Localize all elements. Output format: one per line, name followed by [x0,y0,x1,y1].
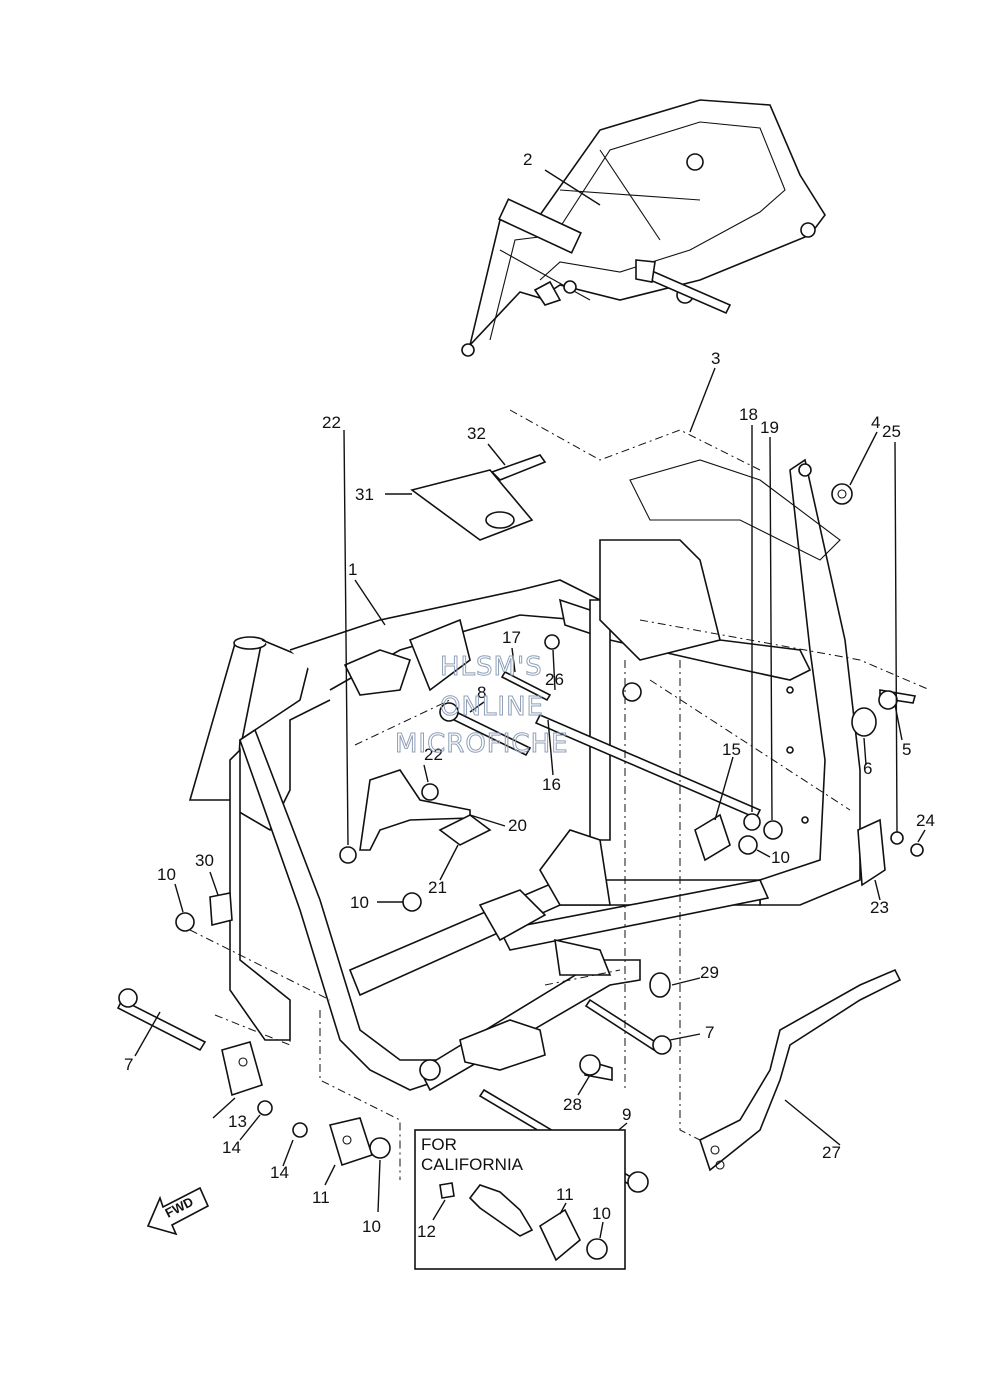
watermark-line-2: ONLINE [440,692,544,722]
california-inset: FOR CALIFORNIA 12 11 10 [414,1129,626,1270]
callout-4: 4 [871,413,880,432]
bolt-28 [579,1054,613,1081]
bolt-17 [500,670,552,702]
callout-27: 27 [822,1143,841,1162]
bracket-15 [694,813,731,862]
bolt-7-right [584,998,672,1055]
callout-15: 15 [722,740,741,759]
callout-31: 31 [355,485,374,504]
callout-20: 20 [508,816,527,835]
callout-3: 3 [711,349,720,368]
callout-30: 30 [195,851,214,870]
callout-28: 28 [563,1095,582,1114]
watermark-line-3: MICROFICHE [395,729,569,759]
callout-29: 29 [700,963,719,982]
california-callout-11: 11 [556,1185,574,1204]
bolts-22 [339,783,439,864]
clamp-30 [209,892,233,927]
callout-22-b: 22 [424,745,443,764]
brackets-11-13 [221,1041,374,1167]
callout-18: 18 [739,405,758,424]
bolt-8 [439,702,532,757]
watermark-line-1: HLSM'S [440,652,543,682]
callout-14-b: 14 [270,1163,289,1182]
callout-5: 5 [902,740,911,759]
callout-17: 17 [502,628,521,647]
california-title-line2: CALIFORNIA [421,1155,524,1174]
callout-10-d: 10 [362,1217,381,1236]
forward-arrow-icon: FWD [146,1186,210,1236]
bolts-14 [257,1100,308,1138]
callout-22-a: 22 [322,413,341,432]
callout-14-a: 14 [222,1138,241,1157]
callout-7-left: 7 [124,1055,133,1074]
california-title-line1: FOR [421,1135,457,1154]
rear-fender-bracket [461,99,826,357]
callout-9: 9 [622,1105,631,1124]
cap-6 [851,707,877,737]
plate-21 [438,814,492,846]
bracket-23 [857,818,886,887]
callout-7-right: 7 [705,1023,714,1042]
callout-25: 25 [882,422,901,441]
callout-2: 2 [523,150,532,169]
nut-4 [831,483,853,505]
callout-23: 23 [870,898,889,917]
watermark: HLSM'S ONLINE MICROFICHE [395,652,569,760]
main-frame [188,458,861,1092]
callout-32: 32 [467,424,486,443]
california-callout-10: 10 [592,1204,611,1223]
callout-21: 21 [428,878,447,897]
assembly-lines [189,409,931,1180]
callout-10-c: 10 [771,848,790,867]
callout-24: 24 [916,811,935,830]
callout-26: 26 [545,670,564,689]
callout-1: 1 [348,560,357,579]
callout-10-b: 10 [350,893,369,912]
callout-labels: 1 2 3 4 5 6 7 7 8 9 10 10 10 10 13 11 14… [124,150,935,1236]
callout-10-a: 10 [157,865,176,884]
nut-26 [544,634,560,650]
callout-13: 13 [228,1112,247,1131]
through-shaft-16 [534,713,762,820]
clip-32 [490,454,547,481]
stay-20 [359,769,471,851]
callout-11: 11 [312,1188,330,1207]
cap-29 [649,972,671,998]
callout-8: 8 [477,683,486,702]
callout-6: 6 [863,759,872,778]
washer-bolt-24-25 [890,831,924,857]
california-callout-12: 12 [417,1222,436,1241]
nuts-18-19 [743,813,783,840]
long-bolt-3 [635,259,732,315]
cover-plate-31 [410,469,534,541]
sidestand-bracket-27 [699,968,902,1172]
callout-16: 16 [542,775,561,794]
callout-19: 19 [760,418,779,437]
bolt-7-left [116,988,207,1052]
